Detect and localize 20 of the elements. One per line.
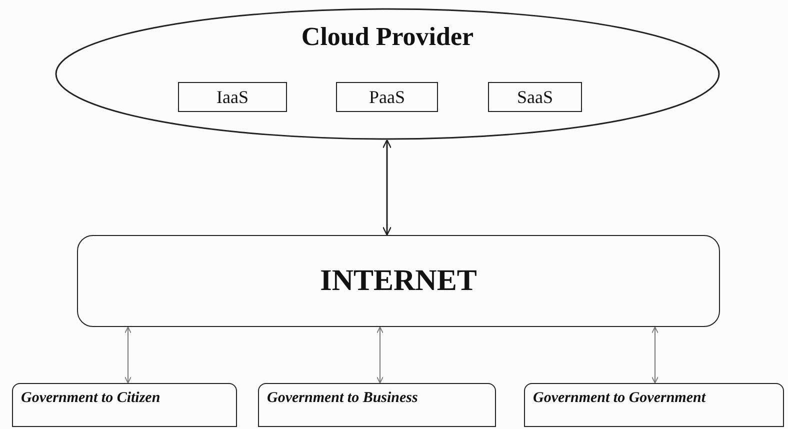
rounded-box [77, 235, 720, 327]
node-label: IaaS [216, 86, 248, 108]
service-box [336, 82, 438, 112]
arrow [652, 326, 658, 384]
node-label: INTERNET [320, 264, 477, 298]
node-label: Government to Citizen [21, 390, 160, 407]
node-label: Government to Business [267, 390, 418, 407]
service-box [178, 82, 287, 112]
node-label: Government to Government [533, 390, 706, 407]
chamfered-box [12, 383, 237, 427]
ellipse-node [55, 8, 720, 140]
node-label: PaaS [369, 86, 405, 108]
arrow [376, 326, 384, 384]
arrow [124, 326, 132, 384]
chamfered-box [258, 383, 496, 427]
chamfered-box [524, 383, 784, 427]
node-label: SaaS [517, 86, 553, 108]
node-label: Cloud Provider [301, 22, 474, 52]
arrow [382, 139, 392, 236]
service-box [488, 82, 582, 112]
